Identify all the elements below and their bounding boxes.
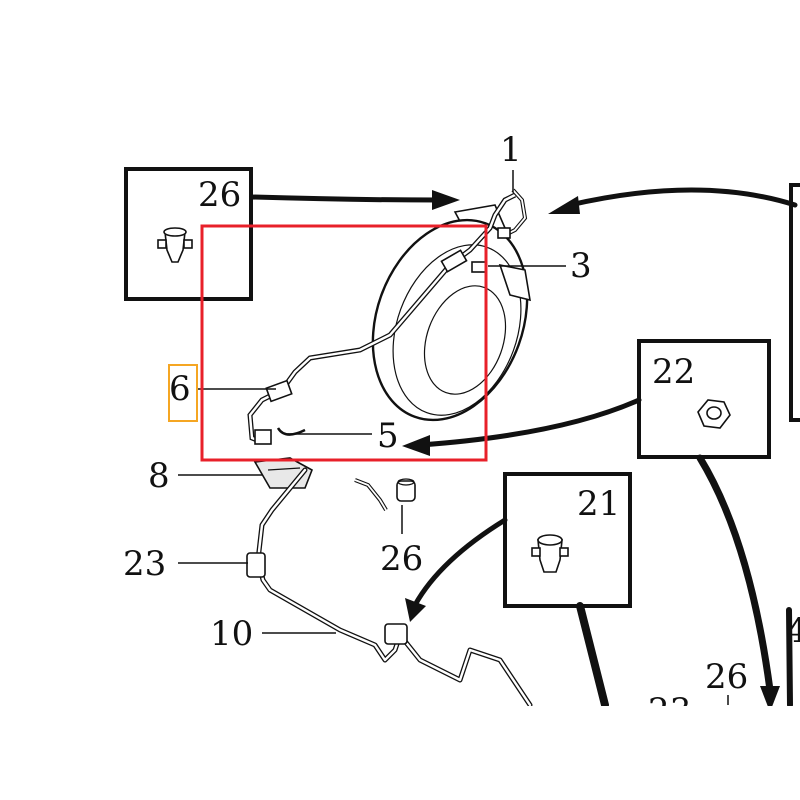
clip-3 (471, 261, 487, 273)
pointer-arrows (249, 187, 798, 712)
callout-1: 1 (500, 130, 522, 170)
detail-box-offscreen (789, 183, 800, 422)
disc-hub (423, 285, 507, 395)
sensor-connector (440, 249, 468, 273)
nut-icon (697, 399, 731, 429)
callout-26-b: 26 (380, 539, 423, 579)
hose-clip (497, 227, 511, 239)
selection-box-red (200, 224, 488, 462)
callout-26-c: 26 (705, 657, 748, 697)
detail-box-22 (637, 339, 771, 459)
clip-fastener-icon (157, 227, 193, 263)
pipe-clip-21-target (384, 623, 408, 645)
cable-grommet (265, 379, 293, 403)
callout-3: 3 (570, 246, 592, 286)
callout-4: 4 (786, 611, 800, 651)
sensor-cable (247, 188, 528, 445)
callout-21: 21 (577, 484, 620, 524)
caliper-tab (498, 263, 531, 302)
callout-8: 8 (148, 456, 170, 496)
leader-lines (178, 170, 729, 705)
sensor-tip (254, 429, 272, 445)
callout-6: 6 (169, 369, 191, 409)
brake-pipe-10 (246, 467, 533, 708)
selection-box-orange (168, 364, 198, 422)
callout-10: 10 (210, 614, 253, 654)
callout-22: 22 (652, 352, 695, 392)
bottom-crop (0, 706, 800, 800)
pipe-clip-23 (246, 552, 266, 578)
detail-box-26 (124, 167, 253, 301)
callout-23-a: 23 (123, 544, 166, 584)
callout-5: 5 (377, 416, 399, 456)
brake-disc-assembly (371, 204, 531, 422)
detail-box-21 (503, 472, 632, 608)
plug-26 (396, 478, 416, 502)
push-clip-icon (531, 534, 569, 573)
callout-26-a: 26 (198, 175, 241, 215)
disc-outer (371, 218, 529, 422)
callout-labels: 1 3 4 5 6 8 10 21 22 23 23 26 26 26 (123, 130, 800, 731)
